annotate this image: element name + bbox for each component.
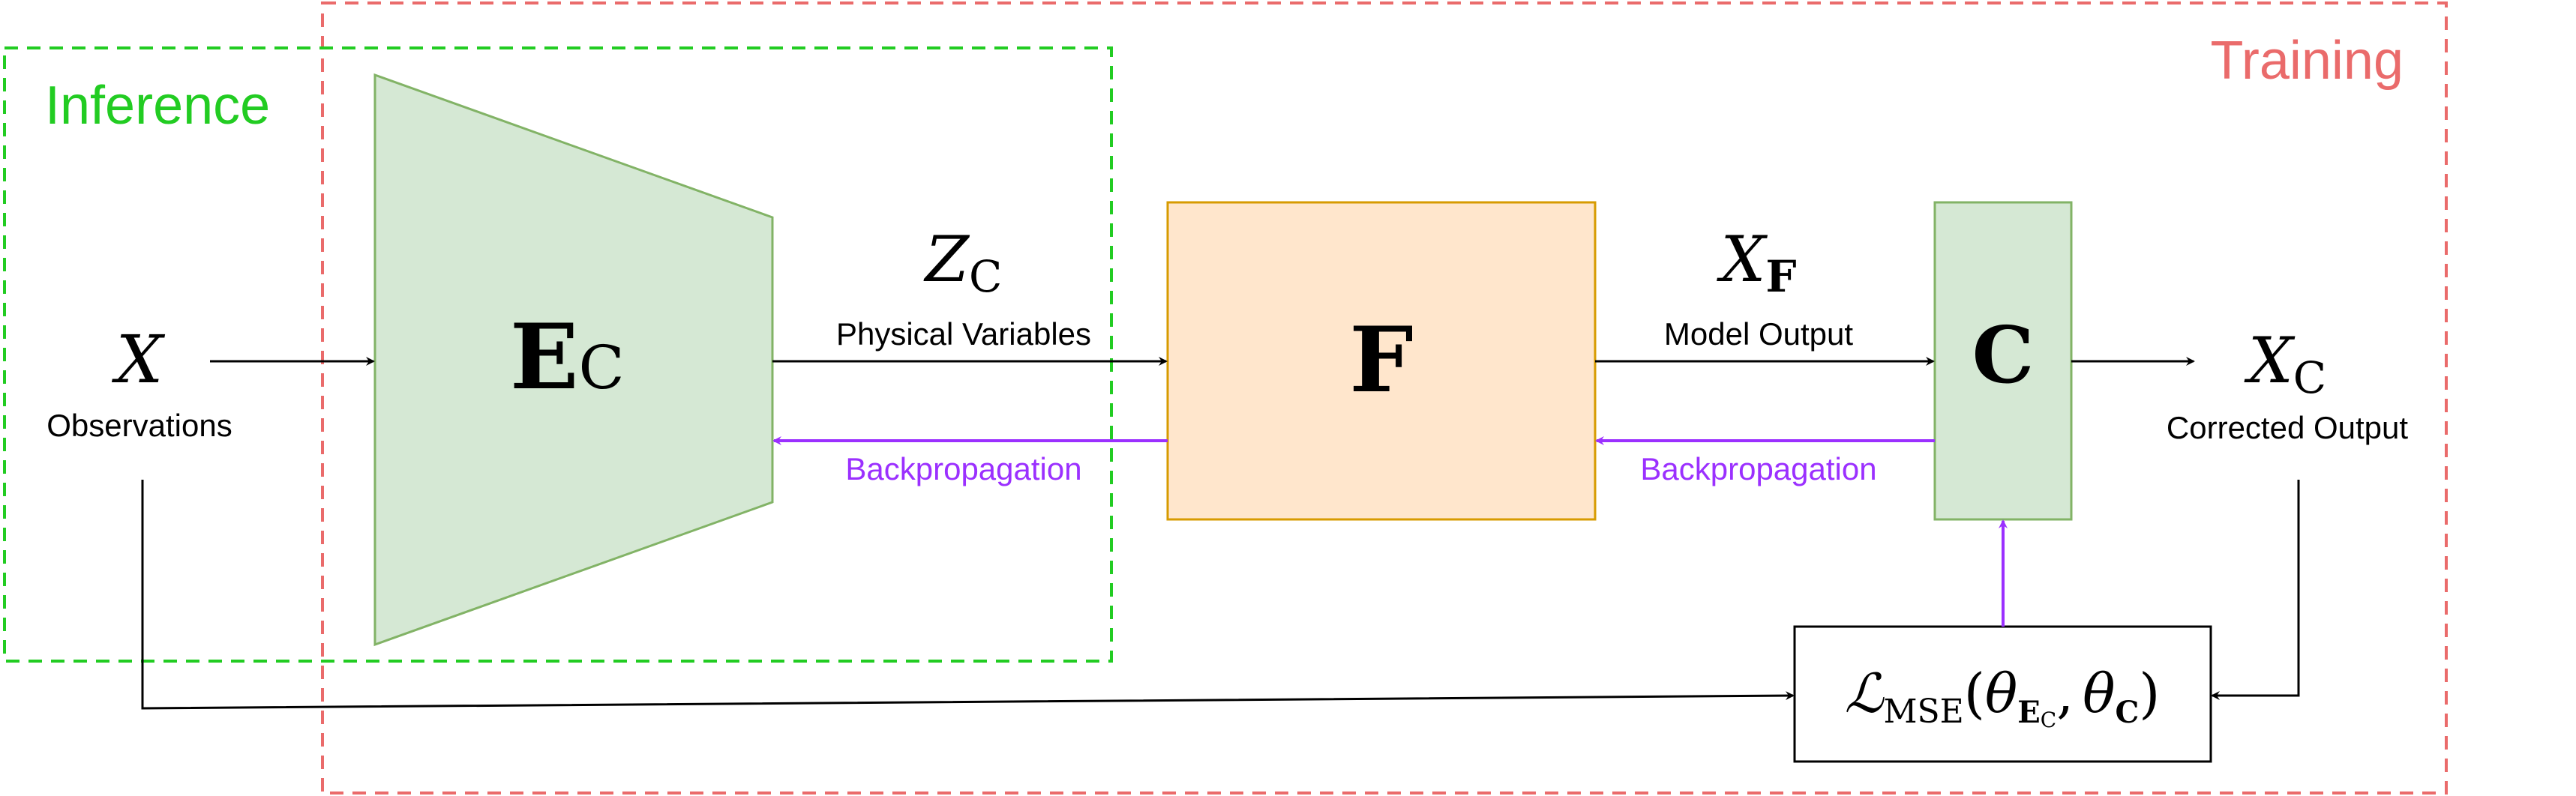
latent-label: Physical Variables — [836, 316, 1091, 352]
loss-function: ℒMSE(θEC,θC) — [1845, 662, 2161, 732]
corrected-output-symbol: XC — [2244, 324, 2326, 403]
inference-region — [3, 46, 1113, 663]
latent-symbol: ZC — [923, 223, 1003, 302]
corrected-output-label: Corrected Output — [2167, 410, 2408, 445]
forward-model-symbol: F — [1349, 307, 1413, 413]
input-symbol: X — [112, 321, 166, 398]
model-output-label: Model Output — [1664, 316, 1853, 352]
arrow-observations-to-loss — [141, 480, 1795, 710]
training-label: Training — [2211, 31, 2404, 91]
input-label: Observations — [46, 408, 232, 443]
training-region — [321, 1, 2448, 795]
model-output-symbol: XF — [1717, 223, 1797, 302]
corrector-symbol: C — [1972, 309, 2035, 401]
encoder-block — [373, 73, 774, 647]
encoder-symbol: EC — [510, 304, 625, 410]
arrow-output-to-loss — [2211, 480, 2300, 700]
inference-label: Inference — [45, 76, 270, 136]
backprop-label-right: Backpropagation — [1640, 451, 1876, 486]
backprop-label-left: Backpropagation — [845, 451, 1081, 486]
